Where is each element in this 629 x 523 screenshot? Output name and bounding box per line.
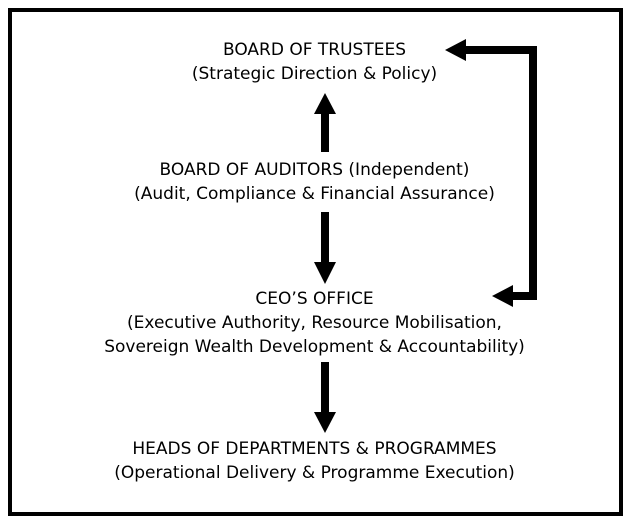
- node-title: BOARD OF TRUSTEES: [222, 40, 407, 60]
- node-subtitle: (Operational Delivery & Programme Execut…: [114, 463, 515, 483]
- arrow-auditors-to-ceo: [314, 212, 336, 284]
- node-title: CEO’S OFFICE: [255, 289, 374, 309]
- node-board-of-trustees: BOARD OF TRUSTEES (Strategic Direction &…: [0, 38, 629, 86]
- node-subtitle-line-2: Sovereign Wealth Development & Accountab…: [104, 337, 525, 357]
- chart-border: [8, 8, 623, 516]
- node-title: BOARD OF AUDITORS (Independent): [159, 160, 470, 180]
- node-heads-of-departments: HEADS OF DEPARTMENTS & PROGRAMMES (Opera…: [0, 437, 629, 485]
- node-subtitle: (Audit, Compliance & Financial Assurance…: [134, 184, 495, 204]
- node-subtitle: (Strategic Direction & Policy): [191, 64, 438, 84]
- node-title: HEADS OF DEPARTMENTS & PROGRAMMES: [132, 439, 497, 459]
- arrow-auditors-to-trustees: [314, 93, 336, 152]
- node-board-of-auditors: BOARD OF AUDITORS (Independent) (Audit, …: [0, 158, 629, 206]
- arrow-ceo-trustees-loop: [445, 39, 537, 307]
- node-subtitle: (Executive Authority, Resource Mobilisat…: [127, 313, 502, 333]
- arrow-ceo-to-heads: [314, 362, 336, 433]
- node-ceo-office: CEO’S OFFICE (Executive Authority, Resou…: [0, 287, 629, 359]
